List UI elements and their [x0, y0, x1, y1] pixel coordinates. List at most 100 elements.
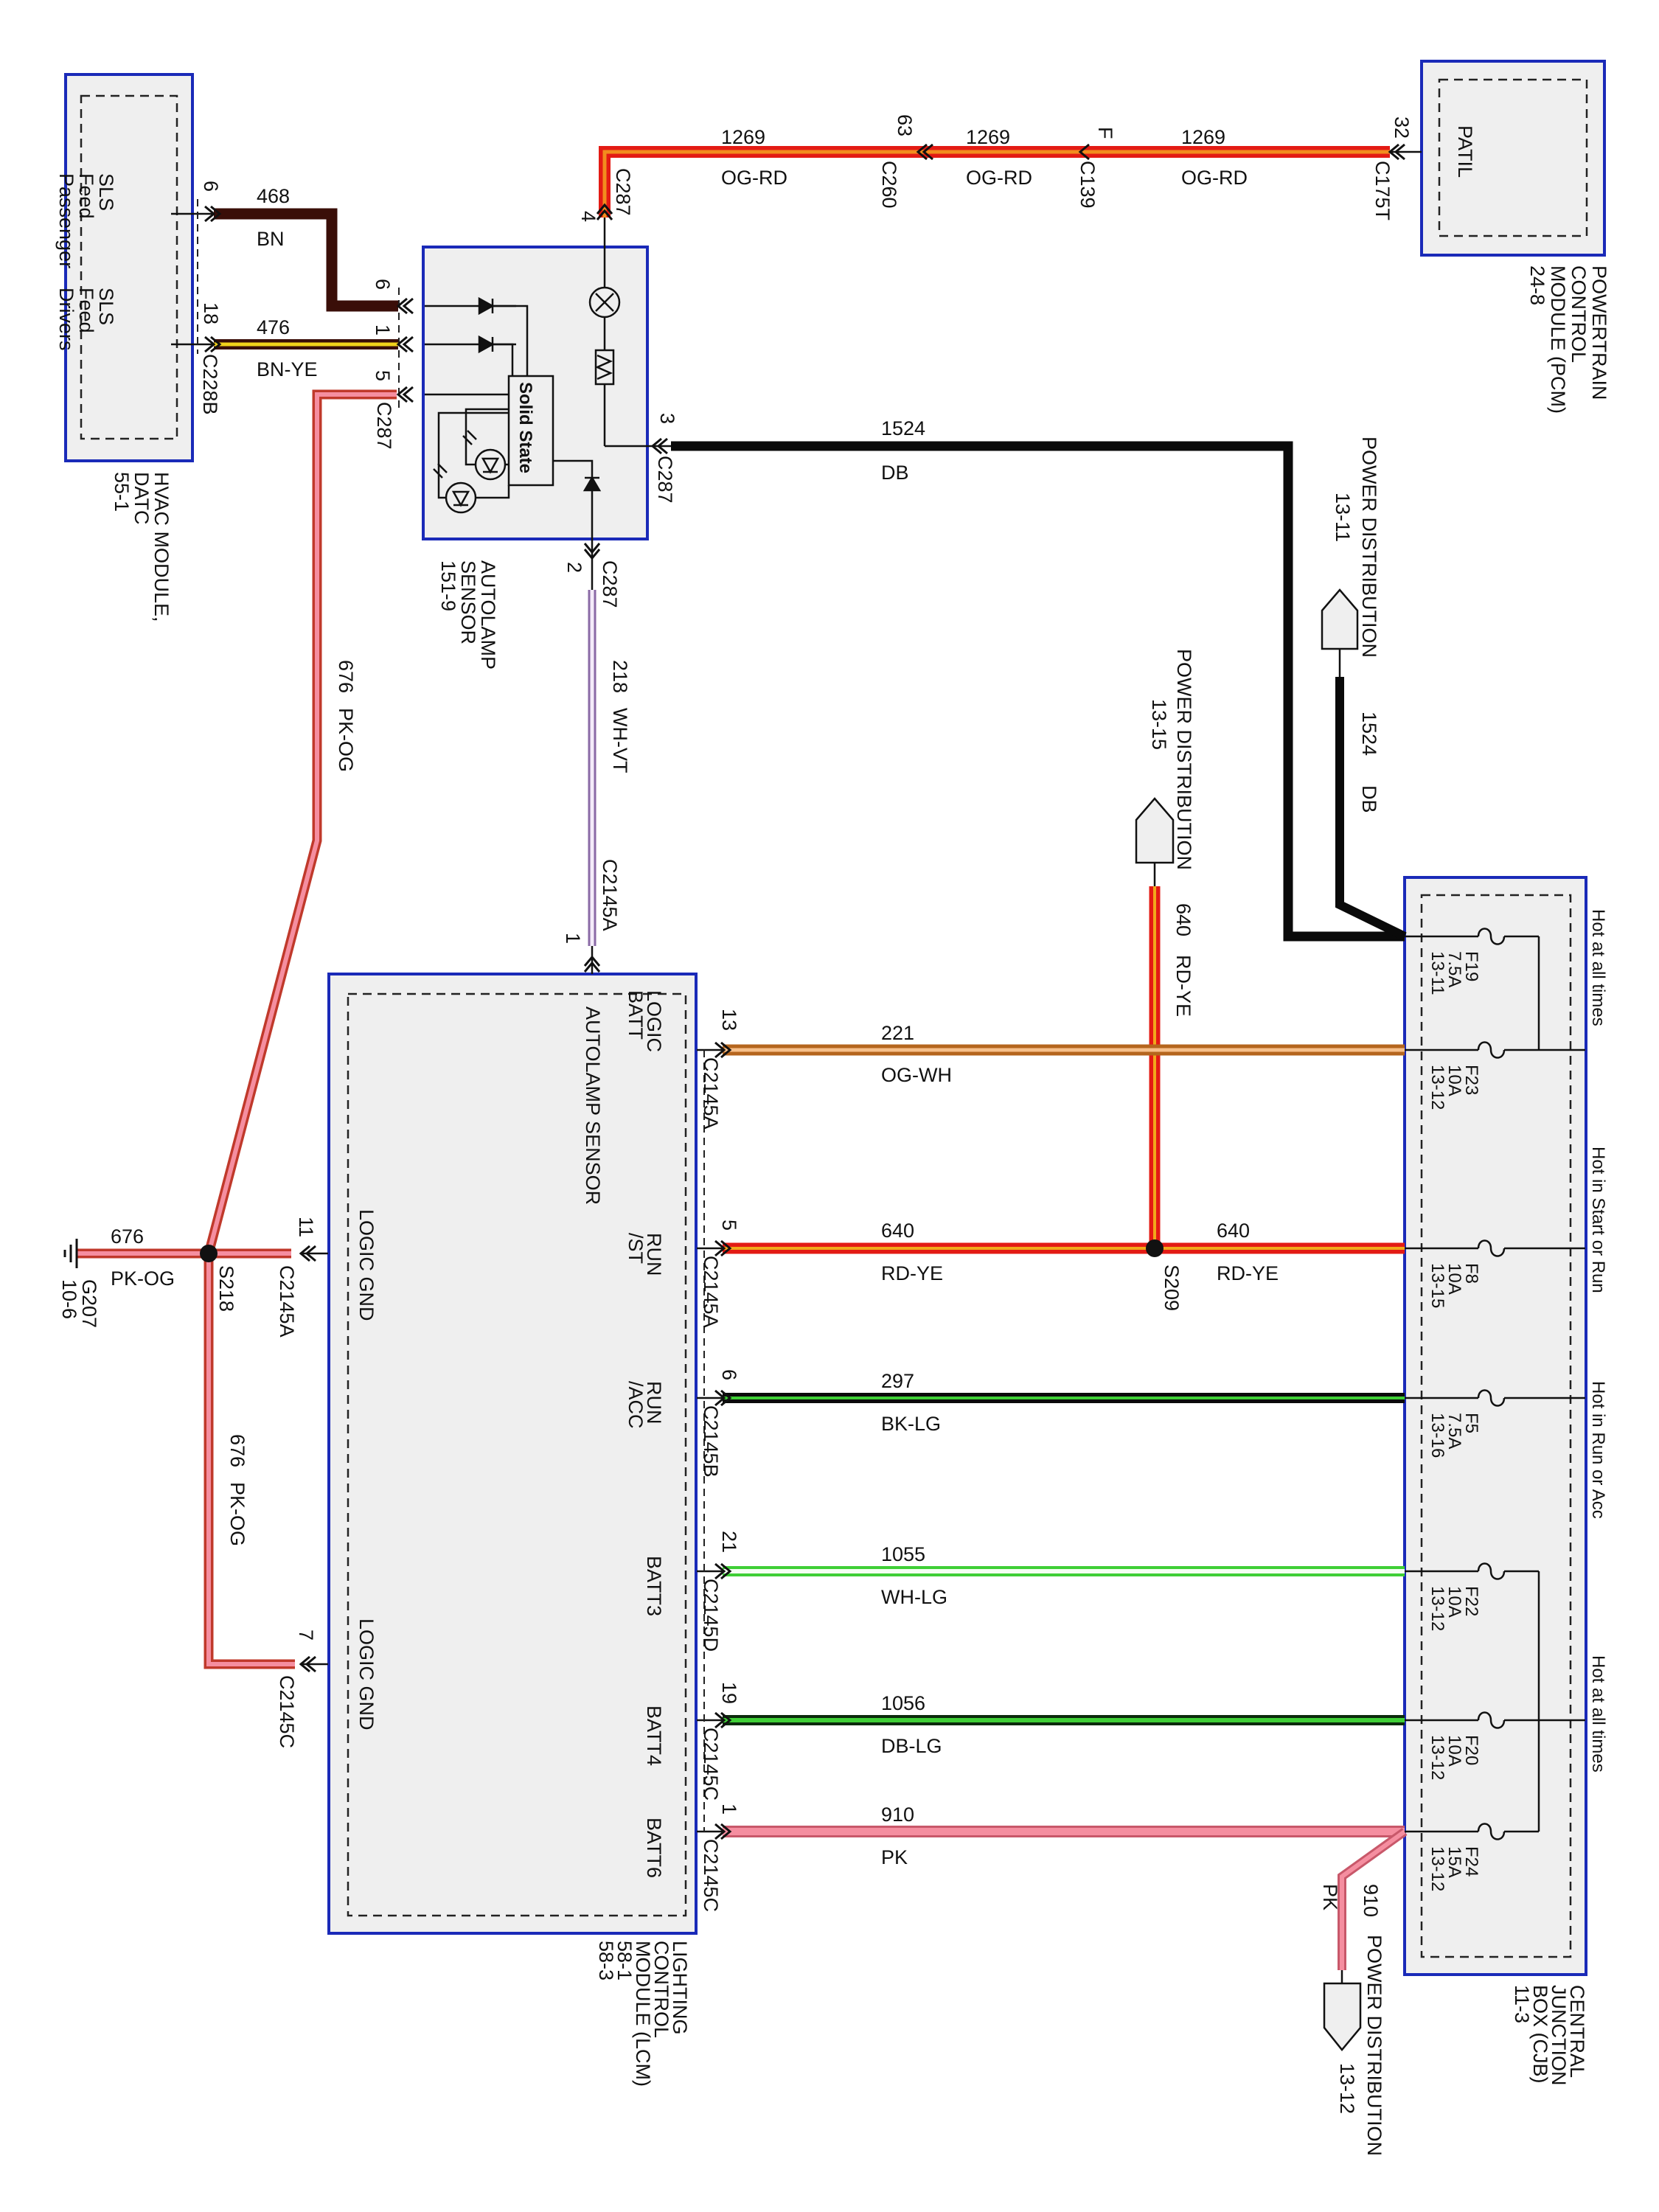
- wire-676-color-v2: PK-OG: [226, 1482, 248, 1546]
- wire-221-circuit: 221: [881, 1022, 914, 1044]
- connector-c175t: C175T: [1371, 161, 1394, 220]
- pcm-module: [1420, 60, 1606, 257]
- wire-221-color: OG-WH: [881, 1064, 952, 1086]
- connector-c2145c-2: C2145C: [700, 1839, 722, 1912]
- pd-1315-ref: 13-15: [1148, 699, 1170, 750]
- wire-676-circuit-gnd: 676: [111, 1225, 144, 1248]
- fuse-f23-ref: 13-12: [1427, 1065, 1447, 1110]
- ground-symbol: [63, 1239, 78, 1268]
- fuse-f24-ref: 13-12: [1427, 1846, 1447, 1891]
- splice-s218-dot: [200, 1245, 218, 1262]
- connector-c228b: C228B: [199, 354, 221, 415]
- ground-name: G207: [78, 1279, 100, 1328]
- autolamp-internals: [425, 247, 647, 539]
- wire-1055-circuit: 1055: [881, 1543, 925, 1565]
- wire-1269-color-a: OG-RD: [721, 167, 787, 189]
- wire-1056-color: DB-LG: [881, 1735, 942, 1757]
- wire-1056-circuit: 1056: [881, 1692, 925, 1714]
- fuse-f5-ref: 13-16: [1427, 1413, 1447, 1458]
- fuse-f20-ref: 13-12: [1427, 1735, 1447, 1780]
- pin-1-sensor: 1: [372, 324, 394, 335]
- connector-c2145b: C2145B: [700, 1405, 722, 1478]
- splice-s209-dot: [1146, 1239, 1164, 1257]
- wire-640-circuit-b: 640: [1217, 1220, 1250, 1242]
- wire-676: [77, 389, 397, 1669]
- wire-297-color: BK-LG: [881, 1413, 941, 1435]
- wire-910-circuit: 910: [881, 1804, 914, 1826]
- connector-c2145c-1: C2145C: [700, 1728, 722, 1801]
- pd-1312-symbol: [1323, 1982, 1362, 2051]
- fuse-f8-ref: 13-15: [1427, 1263, 1447, 1308]
- pd-1311-ref: 13-11: [1332, 493, 1354, 542]
- splice-s218: S218: [215, 1265, 237, 1312]
- lcm-pin-batt4: BATT4: [643, 1705, 665, 1766]
- connector-c2145d: C2145D: [700, 1579, 722, 1652]
- pin-5-sensor: 5: [372, 370, 394, 381]
- pin-2-sensor: 2: [563, 562, 585, 573]
- pin-5-lcm: 5: [718, 1220, 740, 1231]
- connector-c260: C260: [878, 161, 900, 209]
- connector-c2145a-1: C2145A: [700, 1057, 722, 1130]
- pin-f: F: [1094, 127, 1116, 139]
- lcm-pin-batt3: BATT3: [643, 1556, 665, 1616]
- connector-c287-bottom: C287: [599, 560, 621, 608]
- pcm-caption: POWERTRAINCONTROLMODULE (PCM)24-8: [1526, 265, 1610, 414]
- autolamp-caption: AUTOLAMPSENSOR151-9: [437, 560, 499, 669]
- hvac-inner-top: SLSFeedPassenger: [55, 173, 117, 268]
- wire-1524-circuit: 1524: [881, 417, 925, 439]
- connector-c2145a-gnd: C2145A: [276, 1265, 298, 1338]
- wire-1524: [671, 441, 1407, 942]
- wire-1269-color-b: OG-RD: [966, 167, 1032, 189]
- fuse-f19-amps: 7.5A: [1444, 951, 1464, 987]
- pin-19: 19: [718, 1682, 740, 1704]
- cjb-internals: [1405, 928, 1585, 1840]
- lcm-pin-run-acc: RUN/ACC: [625, 1381, 665, 1429]
- shield-dashes: [197, 199, 705, 1832]
- wire-218-color: WH-VT: [609, 708, 631, 773]
- cjb-hot-label-3: Hot in Run or Acc: [1588, 1381, 1608, 1519]
- pd-1315-title: POWER DISTRIBUTION: [1173, 649, 1195, 870]
- pin-3-sensor: 3: [656, 413, 678, 424]
- pd-1311-title: POWER DISTRIBUTION: [1358, 437, 1380, 658]
- connector-c2145a-top: C2145A: [599, 859, 621, 931]
- wire-218-circuit: 218: [609, 660, 631, 693]
- connector-c287-top: C287: [612, 168, 634, 216]
- connector-c287-left: C287: [373, 402, 395, 450]
- wire-468: [214, 208, 398, 312]
- lcm-logic-gnd-upper: LOGIC GND: [355, 1209, 378, 1321]
- fuse-f24-amps: 15A: [1444, 1846, 1464, 1878]
- hvac-module: [64, 73, 194, 462]
- pd-1312-ref: 13-12: [1336, 2063, 1358, 2114]
- cjb-module: [1403, 876, 1587, 1976]
- wire-1269: [599, 146, 1390, 218]
- pin-6-lcm: 6: [718, 1369, 740, 1380]
- hvac-caption: HVAC MODULE,DATC55-1: [111, 472, 173, 622]
- fuse-f22-ref: 13-12: [1427, 1586, 1447, 1631]
- wire-640-circuit-v: 640: [1172, 903, 1194, 936]
- fuse-f19-name: F19: [1461, 951, 1481, 981]
- wire-1269-color-c: OG-RD: [1181, 167, 1248, 189]
- connector-c287-right: C287: [654, 456, 676, 504]
- fuse-f19-ref: 13-11: [1427, 951, 1447, 995]
- lcm-module: [327, 973, 698, 1935]
- wire-1269-circuit-b: 1269: [966, 126, 1010, 148]
- wire-640-circuit-a: 640: [881, 1220, 914, 1242]
- pin-4: 4: [577, 211, 599, 222]
- wire-468-circuit: 468: [257, 185, 290, 207]
- lcm-pin-logic-batt: LOGICBATT: [625, 990, 665, 1052]
- wire-910-circuit-v: 910: [1360, 1884, 1382, 1917]
- pin-6-hvac: 6: [200, 181, 222, 192]
- wire-640-color-v: RD-YE: [1172, 955, 1194, 1017]
- pin-11: 11: [295, 1217, 317, 1237]
- fuse-f5-amps: 7.5A: [1444, 1413, 1464, 1449]
- lcm-pin-batt6: BATT6: [643, 1818, 665, 1878]
- hvac-inner-bottom: SLSFeedDrivers: [55, 288, 117, 351]
- pd-1311-symbol: [1321, 588, 1359, 650]
- connector-c139: C139: [1077, 161, 1099, 209]
- cjb-caption: CENTRALJUNCTIONBOX (CJB)11-3: [1511, 1985, 1588, 2086]
- wire-476-circuit: 476: [257, 316, 290, 338]
- pcm-inner: PATIL: [1454, 125, 1476, 178]
- fuse-f22-name: F22: [1461, 1586, 1481, 1616]
- wire-676-color-v1: PK-OG: [335, 708, 357, 772]
- fuse-f8-name: F8: [1461, 1263, 1481, 1284]
